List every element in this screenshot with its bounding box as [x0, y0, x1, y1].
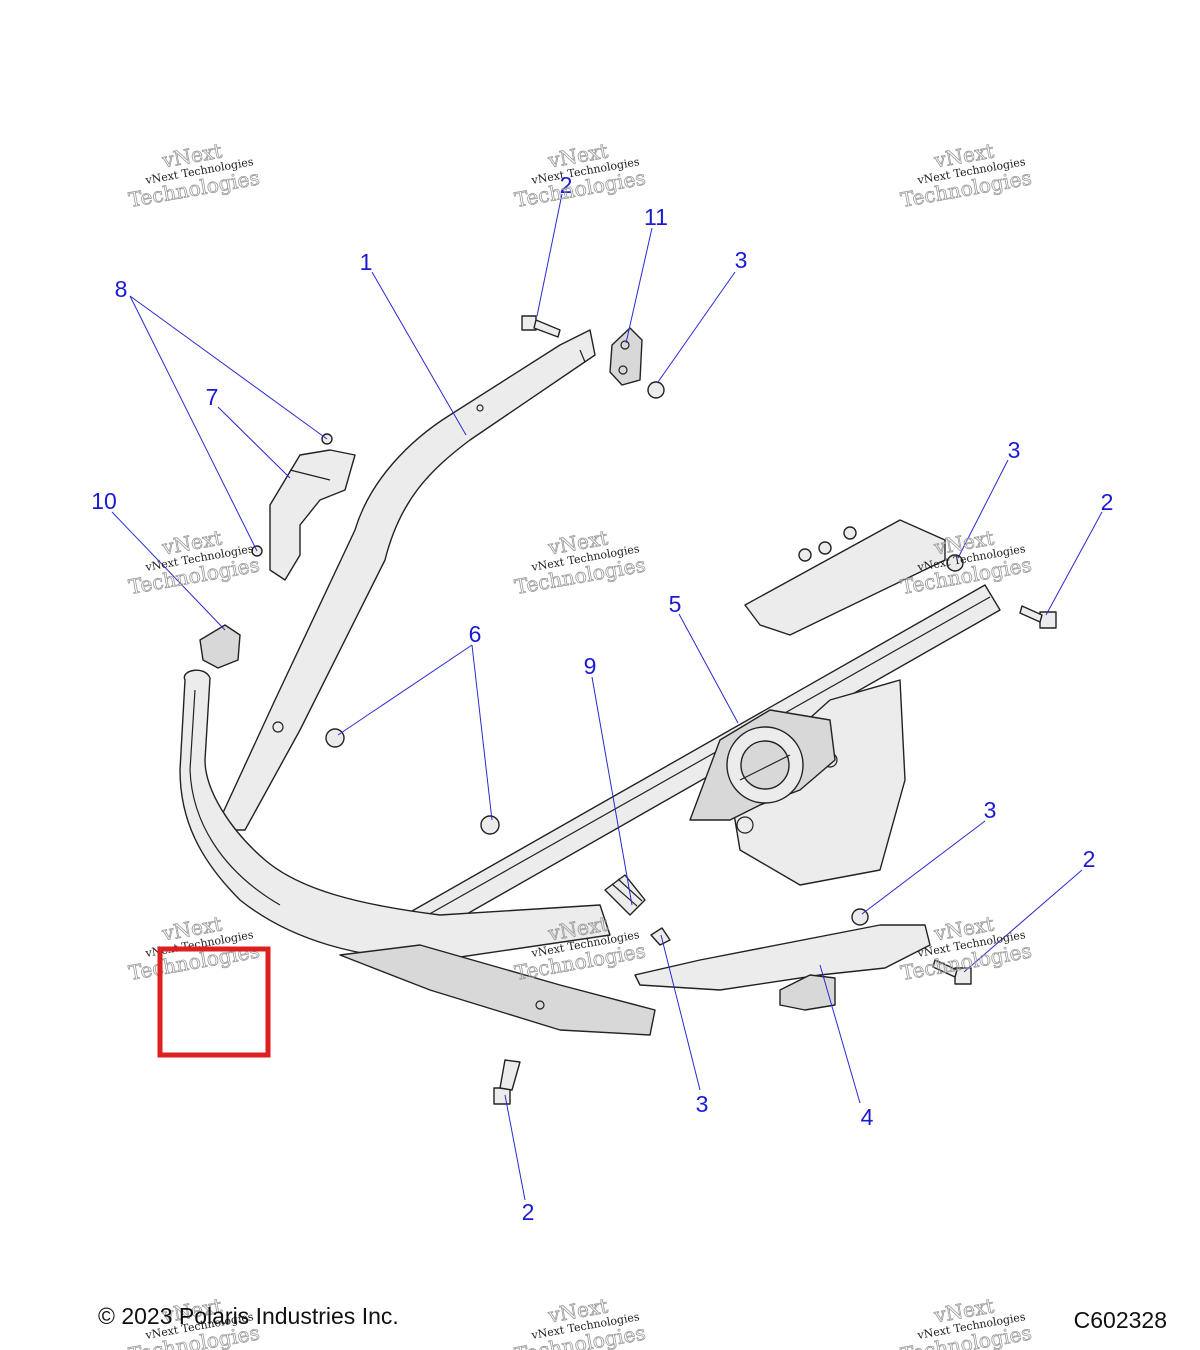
callout-1[interactable]: 1 [360, 249, 373, 275]
watermark: vNext vNext Technologies Technologies [126, 525, 261, 599]
front-bumper [179, 669, 611, 961]
mount-plate [744, 519, 946, 636]
bolt-right [1019, 605, 1057, 629]
copyright-text: © 2023 Polaris Industries Inc. [98, 1303, 399, 1329]
callout-2-top[interactable]: 2 [560, 172, 573, 198]
callout-3-lower[interactable]: 3 [984, 797, 997, 823]
nut-bottom [650, 927, 671, 946]
plug-10 [199, 624, 241, 669]
callout-7[interactable]: 7 [206, 384, 219, 410]
callout-10[interactable]: 10 [91, 488, 117, 514]
bolt-bottom [493, 1059, 521, 1105]
link-tab [779, 974, 836, 1011]
selection-highlight-box [157, 946, 271, 1058]
callout-3-top[interactable]: 3 [735, 247, 748, 273]
watermark: vNext vNext Technologies Technologies [898, 1293, 1033, 1350]
frame-parts-drawing [179, 315, 1057, 1105]
watermark: vNext vNext Technologies Technologies [898, 525, 1033, 599]
callout-6[interactable]: 6 [469, 621, 482, 647]
nut-top [647, 381, 665, 399]
callout-9[interactable]: 9 [584, 653, 597, 679]
callout-5[interactable]: 5 [669, 591, 682, 617]
skid-plate [339, 944, 656, 1036]
bolt-lower-right [932, 959, 972, 985]
callout-4[interactable]: 4 [861, 1104, 874, 1130]
callout-3-bottom[interactable]: 3 [696, 1091, 709, 1117]
leader-lines [111, 193, 1103, 1201]
clip-11 [609, 327, 643, 386]
callout-2-right[interactable]: 2 [1101, 489, 1114, 515]
lower-link [634, 924, 931, 991]
nut-right [946, 554, 964, 572]
bolt-top [521, 315, 561, 338]
callout-3-right[interactable]: 3 [1008, 437, 1021, 463]
callout-2-bottom[interactable]: 2 [522, 1199, 535, 1225]
callout-2-lower-right[interactable]: 2 [1083, 846, 1096, 872]
watermark: vNext vNext Technologies Technologies [512, 138, 647, 212]
watermark: vNext vNext Technologies Technologies [512, 525, 647, 599]
mount-bracket [729, 679, 906, 886]
callout-11[interactable]: 11 [644, 204, 668, 230]
main-tube [214, 329, 596, 831]
bracket-7 [269, 449, 356, 581]
rivet-6a [325, 728, 345, 748]
callout-8[interactable]: 8 [115, 276, 128, 302]
diagram-code: C602328 [1074, 1307, 1167, 1333]
callout-labels: 1 2 11 3 8 7 10 3 2 5 6 9 3 2 3 4 2 [91, 172, 1113, 1225]
watermark: vNext vNext Technologies Technologies [126, 911, 261, 985]
watermark: vNext vNext Technologies Technologies [898, 138, 1033, 212]
rivet-6b [480, 815, 500, 835]
watermark: vNext vNext Technologies Technologies [512, 1293, 647, 1350]
watermark: vNext vNext Technologies Technologies [126, 138, 261, 212]
